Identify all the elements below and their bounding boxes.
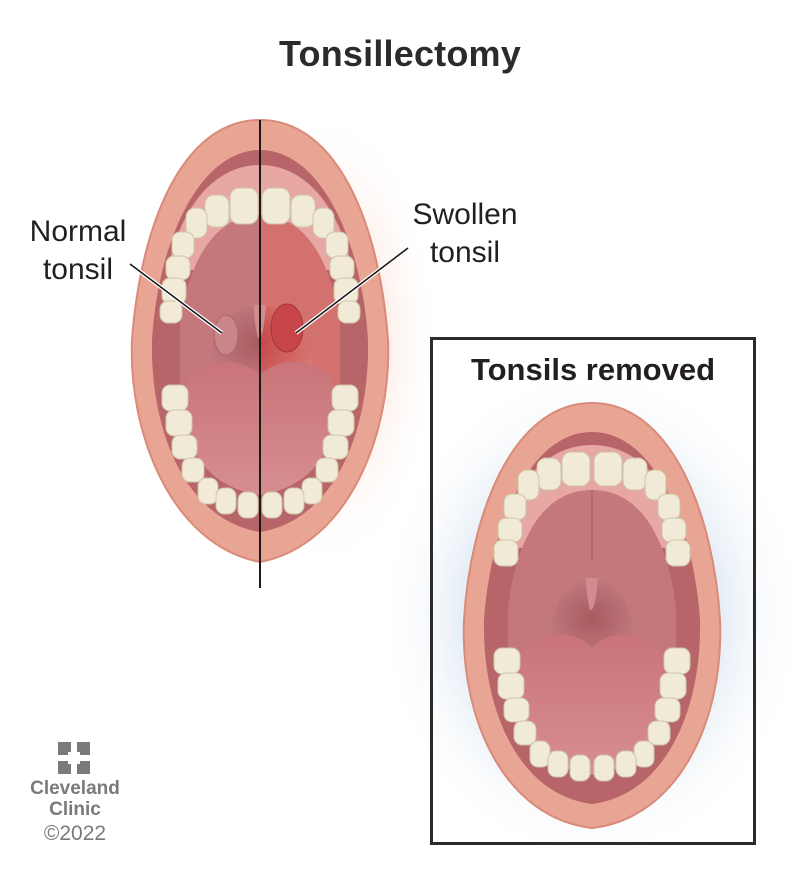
swollen-label-line2: tonsil [429, 236, 501, 269]
brand-name: Cleveland Clinic [0, 778, 150, 820]
lower-teeth-icon [161, 384, 359, 519]
upper-teeth-icon [493, 451, 691, 567]
swollen-label-line1: Swollen [412, 198, 518, 231]
normal-label-line2: tonsil [42, 253, 114, 286]
brand-name-line1: Cleveland [30, 778, 120, 799]
copyright-text: ©2022 [43, 822, 107, 845]
split-mouth-illustration [128, 110, 440, 588]
lower-teeth-icon [493, 647, 691, 782]
swollen-tonsil-label: Swollen tonsil [400, 196, 530, 272]
page-title: Tonsillectomy [279, 33, 521, 74]
normal-label-line1: Normal [29, 215, 127, 248]
brand-name-line2: Clinic [49, 799, 101, 820]
tonsils-removed-panel [430, 337, 756, 845]
swollen-tonsil-leader [295, 247, 409, 334]
cleveland-clinic-cross-icon [58, 742, 90, 774]
normal-tonsil-leader [129, 263, 223, 334]
normal-tonsil-label: Normal tonsil [18, 213, 138, 289]
panel-title: Tonsils removed [470, 352, 716, 387]
tonsils-removed-illustration [377, 365, 800, 865]
